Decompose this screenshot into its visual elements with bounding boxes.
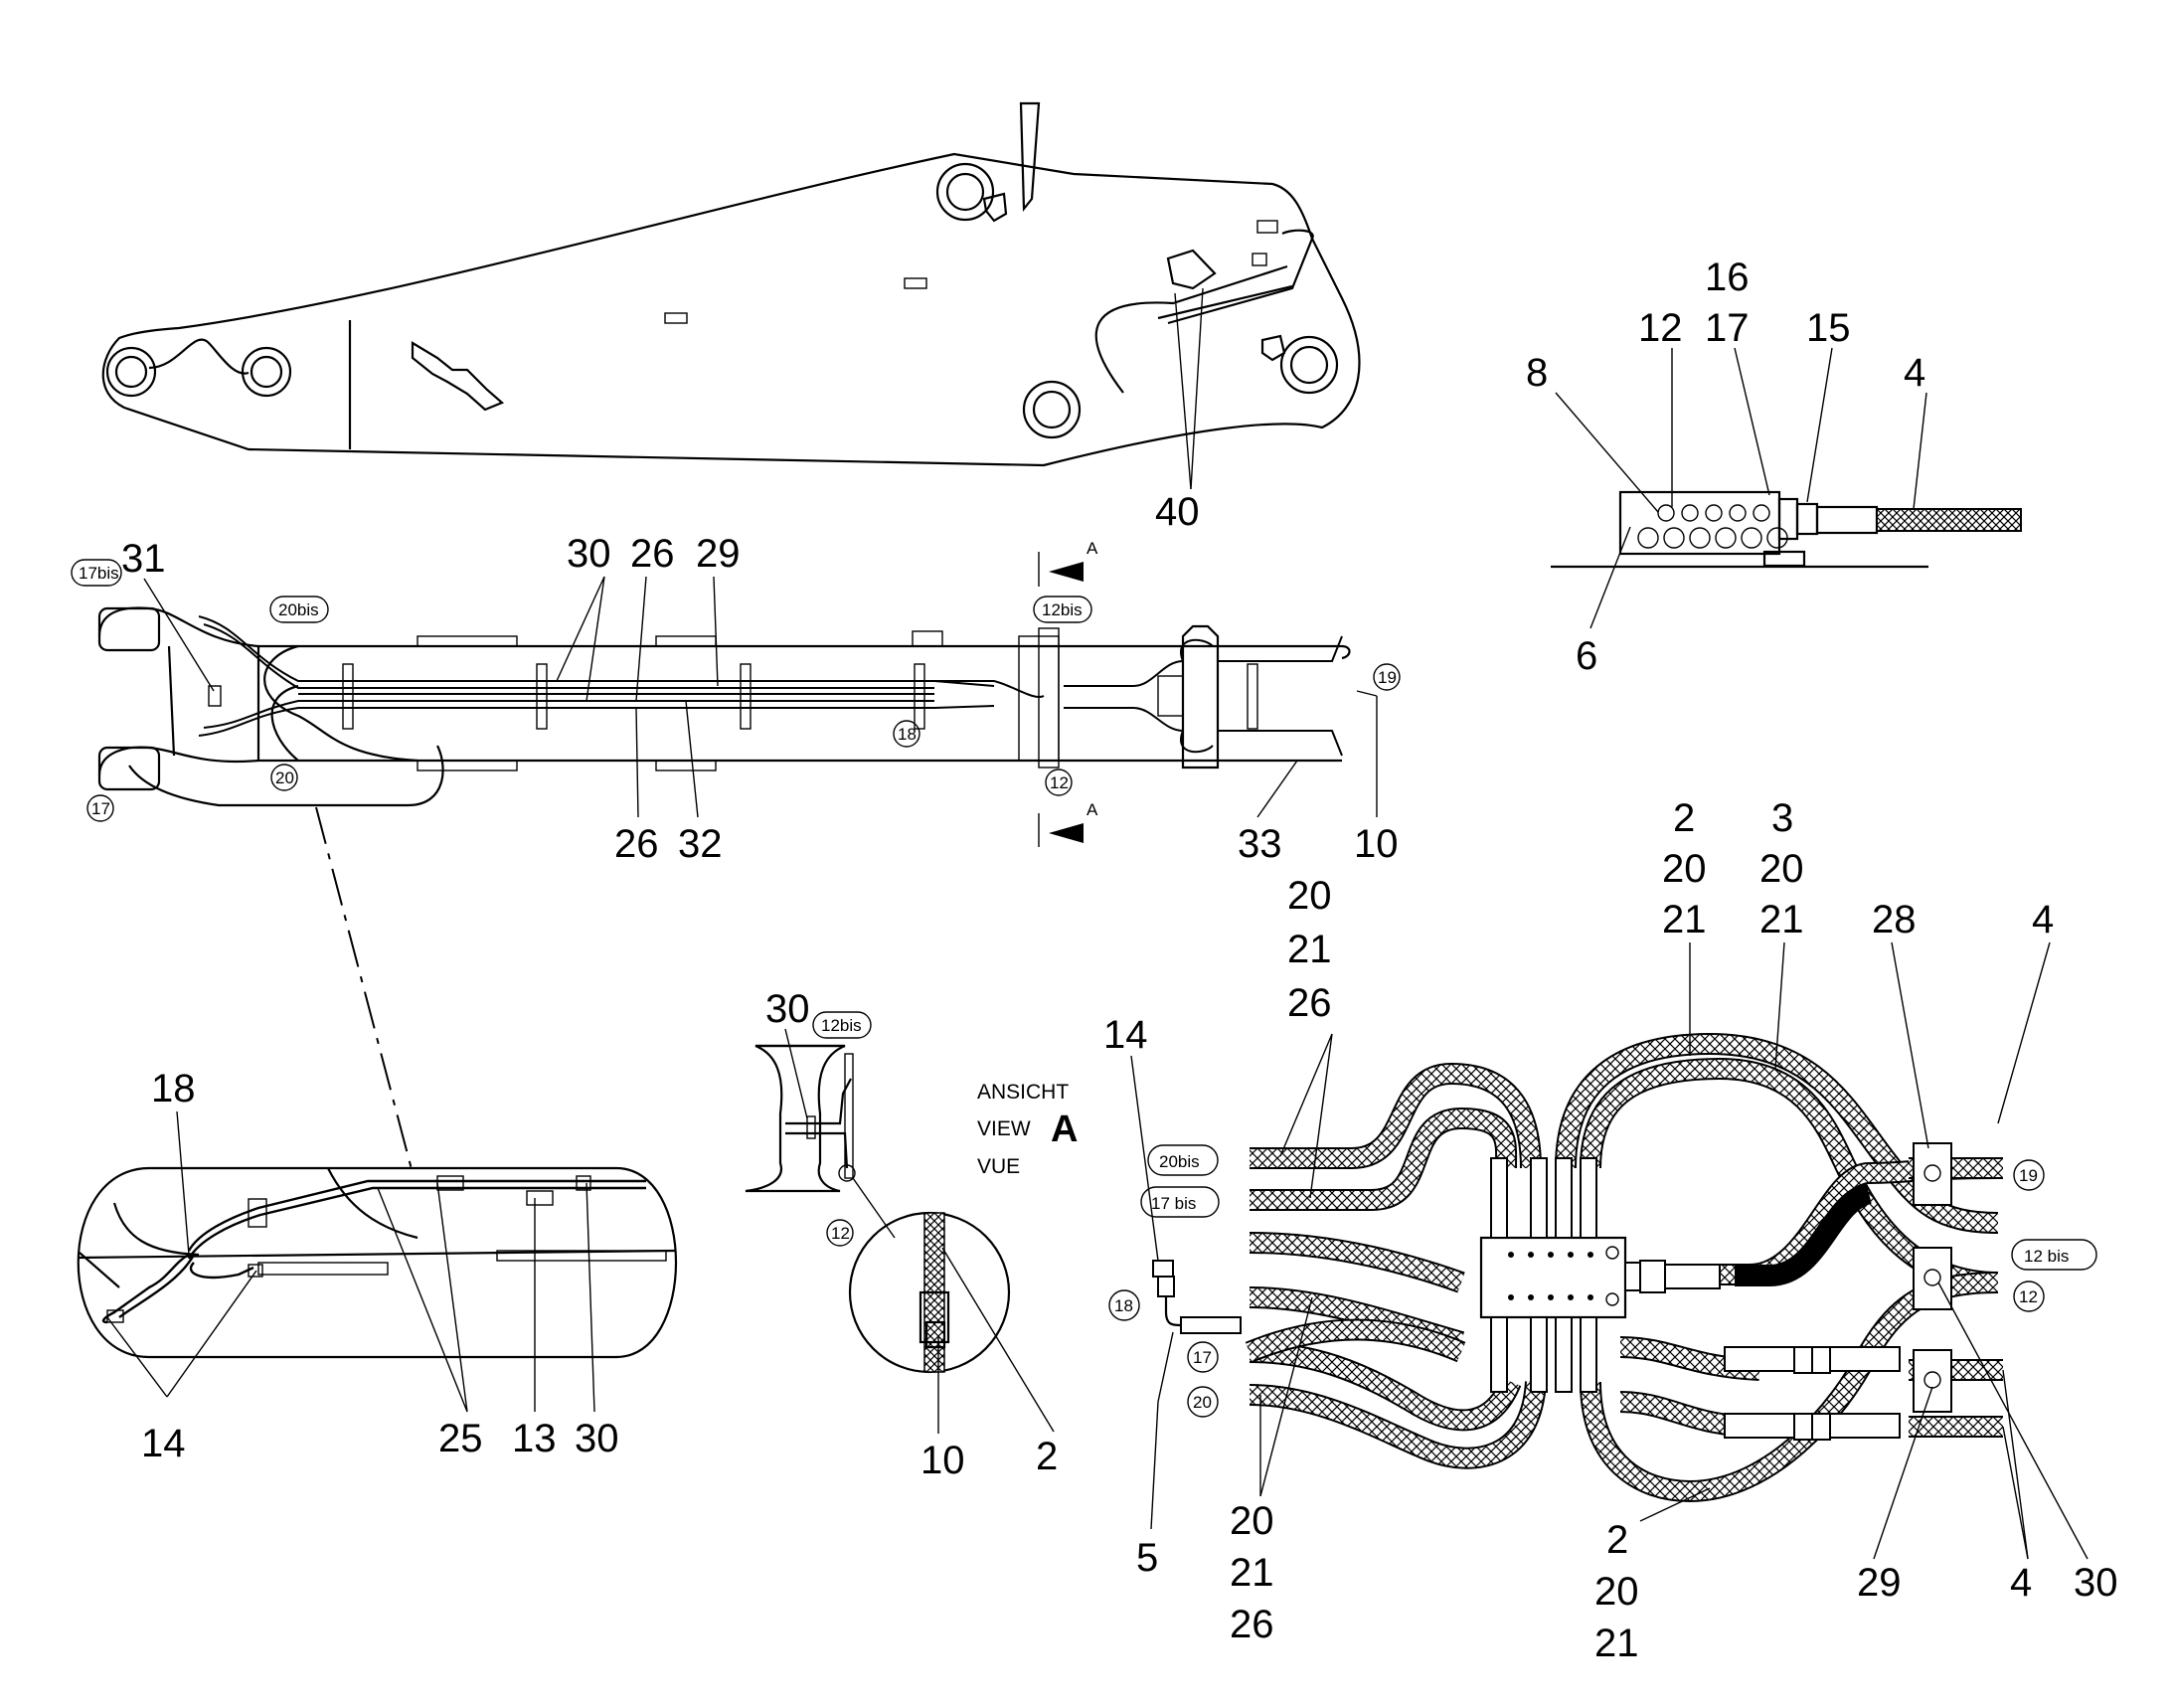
part-number: 20 [1662,847,1707,891]
port-tag: 20 [1193,1393,1212,1412]
view-caption-line: ANSICHT [977,1081,1069,1104]
part-number: 26 [630,532,675,576]
section-marker: A [1086,800,1098,819]
port-tag: 18 [1114,1296,1133,1315]
part-number: 10 [1354,822,1399,866]
valve-block [1479,1236,1627,1319]
part-number: 14 [1103,1013,1148,1057]
part-number: 30 [567,532,611,576]
port-tags-boom-top: 17bis 20bis 12bis 19 18 12 20 17 [71,559,1401,822]
part-number: 17 [1705,306,1750,350]
part-number: 15 [1806,306,1851,350]
part-number: 21 [1662,898,1707,941]
part-number: 10 [920,1439,965,1482]
port-tag: 17 [91,799,110,818]
label-group-bottom-left: 18 14 25 13 30 [106,1067,619,1465]
part-number: 21 [1230,1551,1274,1595]
part-number: 33 [1238,822,1282,866]
port-tag: 20bis [278,600,319,619]
part-number: 40 [1155,490,1200,534]
port-tag: 17bis [79,564,119,583]
part-number: 6 [1576,634,1597,678]
part-number: 20 [1594,1570,1639,1614]
part-number: 26 [1287,981,1332,1025]
part-number: 12 [1638,306,1683,350]
port-tag: 12bis [821,1016,862,1035]
part-number: 4 [2032,898,2054,941]
part-number: 28 [1872,898,1917,941]
part-number: 32 [678,822,723,866]
view-caption-letter: A [1051,1109,1078,1150]
part-number: 29 [1857,1561,1902,1605]
part-number: 13 [512,1417,557,1460]
port-tag: 12 [2019,1287,2038,1306]
part-number: 30 [575,1417,619,1460]
part-number: 18 [151,1067,196,1110]
part-number: 16 [1705,256,1750,299]
label-group-boom-top: 31 30 26 29 26 32 33 10 [121,532,1399,866]
part-number: 26 [614,822,659,866]
part-number: 20 [1230,1499,1274,1543]
label-group-hose: 14 20 21 26 2 20 21 3 20 21 28 4 5 20 21… [1103,796,2118,1665]
port-tag: 12 [1050,773,1069,792]
part-number: 21 [1759,898,1804,941]
hose-assembly [1152,1032,2003,1503]
view-caption-line: VUE [977,1155,1020,1178]
part-number: 14 [141,1422,186,1465]
part-number: 2 [1673,796,1695,840]
port-tags-hose: 20bis 17 bis 18 17 20 19 12 bis 12 [1108,1144,2097,1418]
view-caption-line: VIEW [977,1117,1031,1140]
detail-leader-line [315,806,414,1174]
port-tag: 12 bis [2024,1247,2069,1266]
port-tag: 18 [898,725,917,744]
part-number: 21 [1287,928,1332,971]
part-number: 8 [1526,351,1548,395]
section-marker: A [1086,539,1098,558]
port-tag: 19 [1378,668,1397,687]
part-number: 4 [2010,1561,2032,1605]
port-tag: 20bis [1159,1152,1200,1171]
bottom-left-detail [77,1166,677,1359]
port-tag: 12 [831,1224,850,1243]
part-number: 25 [438,1417,483,1460]
part-number: 30 [2074,1561,2118,1605]
boom-side-view [101,101,1361,467]
part-number: 21 [1594,1622,1639,1665]
part-number: 30 [765,987,810,1031]
port-tag: 19 [2019,1166,2038,1185]
port-tag: 12bis [1042,600,1083,619]
part-number: 5 [1136,1536,1158,1580]
valve-block-detail [1551,490,2022,569]
label-group-section: 30 10 2 12bis 12 [765,987,1058,1482]
part-number: 3 [1771,796,1793,840]
part-number: 31 [121,537,166,581]
port-tag: 17 [1193,1348,1212,1367]
label-group-valve: 16 17 12 15 8 4 6 [1526,256,1927,678]
label-group-boom-side: 40 [1155,287,1204,534]
port-tag: 17 bis [1151,1194,1196,1213]
boom-top-view: A A [97,539,1351,847]
part-number: 4 [1904,351,1925,395]
part-number: 20 [1287,874,1332,918]
part-number: 2 [1036,1435,1058,1478]
part-number: 26 [1230,1603,1274,1646]
part-number: 29 [696,532,741,576]
view-caption: ANSICHT VIEW VUE A [977,1081,1078,1178]
port-tag: 20 [275,769,294,787]
part-number: 2 [1606,1518,1628,1562]
section-view-a [745,1044,1011,1374]
part-number: 20 [1759,847,1804,891]
